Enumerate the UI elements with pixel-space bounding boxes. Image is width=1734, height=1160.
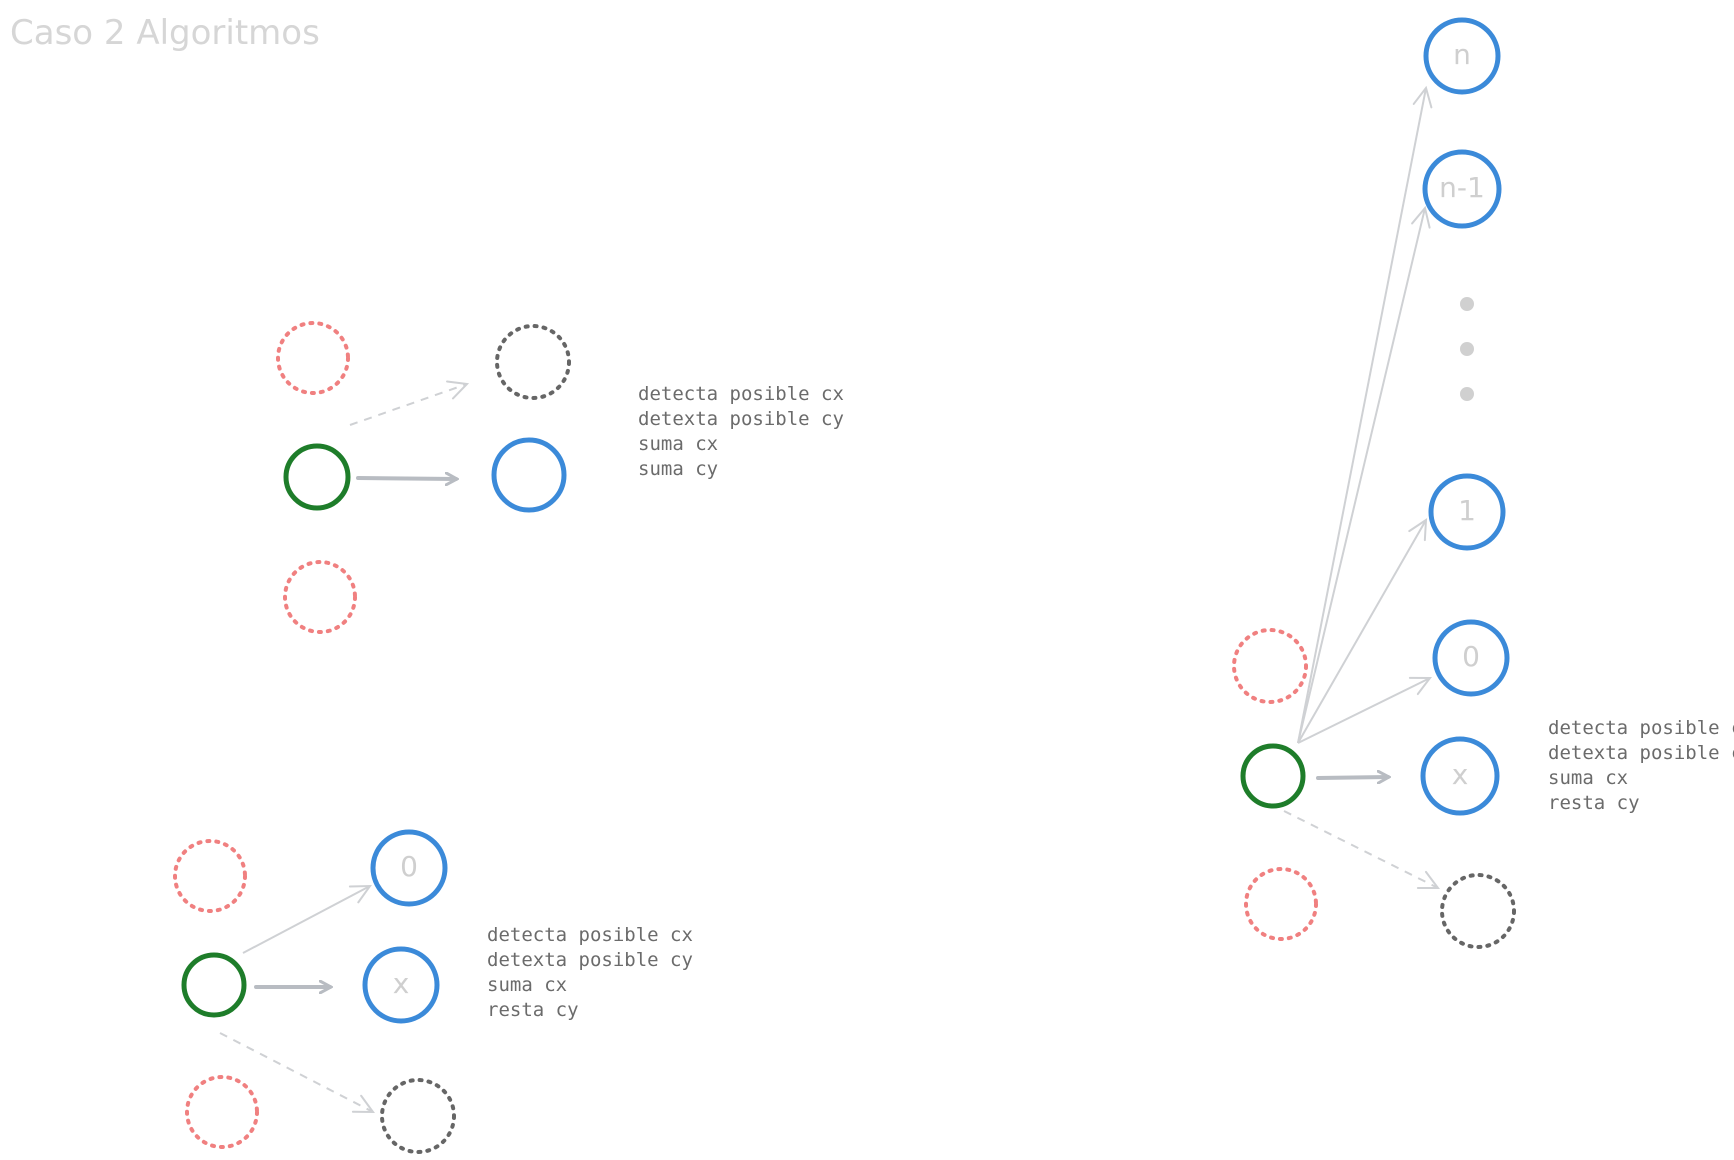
note-line: resta cy <box>487 999 579 1021</box>
ellipsis-dot <box>1460 387 1474 401</box>
ellipsis-dot <box>1460 297 1474 311</box>
thin-arrow <box>242 884 372 954</box>
node-label: n-1 <box>1439 171 1485 204</box>
note-line: detexta posible cy <box>1548 742 1734 764</box>
candidate-node <box>491 437 567 513</box>
blocked-cell-top <box>173 839 247 913</box>
blocked-cell-bottom <box>283 560 357 634</box>
empty-cell <box>495 324 571 400</box>
candidate-node-x <box>362 946 440 1024</box>
node-label: n <box>1453 38 1471 71</box>
page-title: Caso 2 Algoritmos <box>10 13 320 53</box>
thin-arrow-to-n-minus-1 <box>1297 205 1431 744</box>
node-label: 1 <box>1458 494 1476 527</box>
note-line: suma cy <box>638 458 718 480</box>
diagram-top-left: detecta posible cx detexta posible cy su… <box>276 321 844 634</box>
note-line: suma cx <box>638 433 718 455</box>
node-label: x <box>1452 758 1469 791</box>
main-arrow <box>356 478 456 479</box>
blocked-cell-bottom <box>1244 867 1318 941</box>
candidate-node-one <box>1428 473 1506 551</box>
node-label: 0 <box>1462 640 1480 673</box>
diagram-right: n n-1 1 0 x detecta posible cx detexta p… <box>1232 17 1734 949</box>
current-node <box>181 952 247 1018</box>
node-label: x <box>393 967 410 1000</box>
note-line: detecta posible cx <box>638 383 844 405</box>
candidate-node-zero <box>370 829 448 907</box>
current-node <box>1240 743 1306 809</box>
current-node <box>283 443 351 511</box>
candidate-node-n-minus-1 <box>1422 149 1502 229</box>
dashed-arrow <box>1283 810 1440 889</box>
blocked-cell-top <box>1232 628 1308 704</box>
thin-arrow-to-zero <box>1297 676 1433 744</box>
thin-arrow-to-n <box>1297 85 1433 744</box>
note-line: detecta posible cx <box>487 924 693 946</box>
thin-arrow-to-one <box>1297 518 1428 744</box>
dashed-arrow <box>219 1032 375 1114</box>
note-line: suma cx <box>487 974 567 996</box>
candidate-node-n <box>1423 17 1501 95</box>
blocked-cell-top <box>276 321 350 395</box>
candidate-node-x <box>1420 736 1500 816</box>
main-arrow <box>1316 777 1388 778</box>
blocked-cell-bottom <box>185 1075 259 1149</box>
ellipsis-dot <box>1460 342 1474 356</box>
note-line: resta cy <box>1548 792 1640 814</box>
empty-cell <box>1440 873 1516 949</box>
note-line: detexta posible cy <box>638 408 844 430</box>
note-line: suma cx <box>1548 767 1628 789</box>
dashed-arrow <box>349 380 470 426</box>
note-line: detexta posible cy <box>487 949 693 971</box>
node-label: 0 <box>400 850 418 883</box>
diagram-bottom-left: 0 x detecta posible cx detexta posible c… <box>173 829 693 1154</box>
note-line: detecta posible cx <box>1548 717 1734 739</box>
empty-cell <box>380 1078 456 1154</box>
candidate-node-zero <box>1432 619 1510 697</box>
